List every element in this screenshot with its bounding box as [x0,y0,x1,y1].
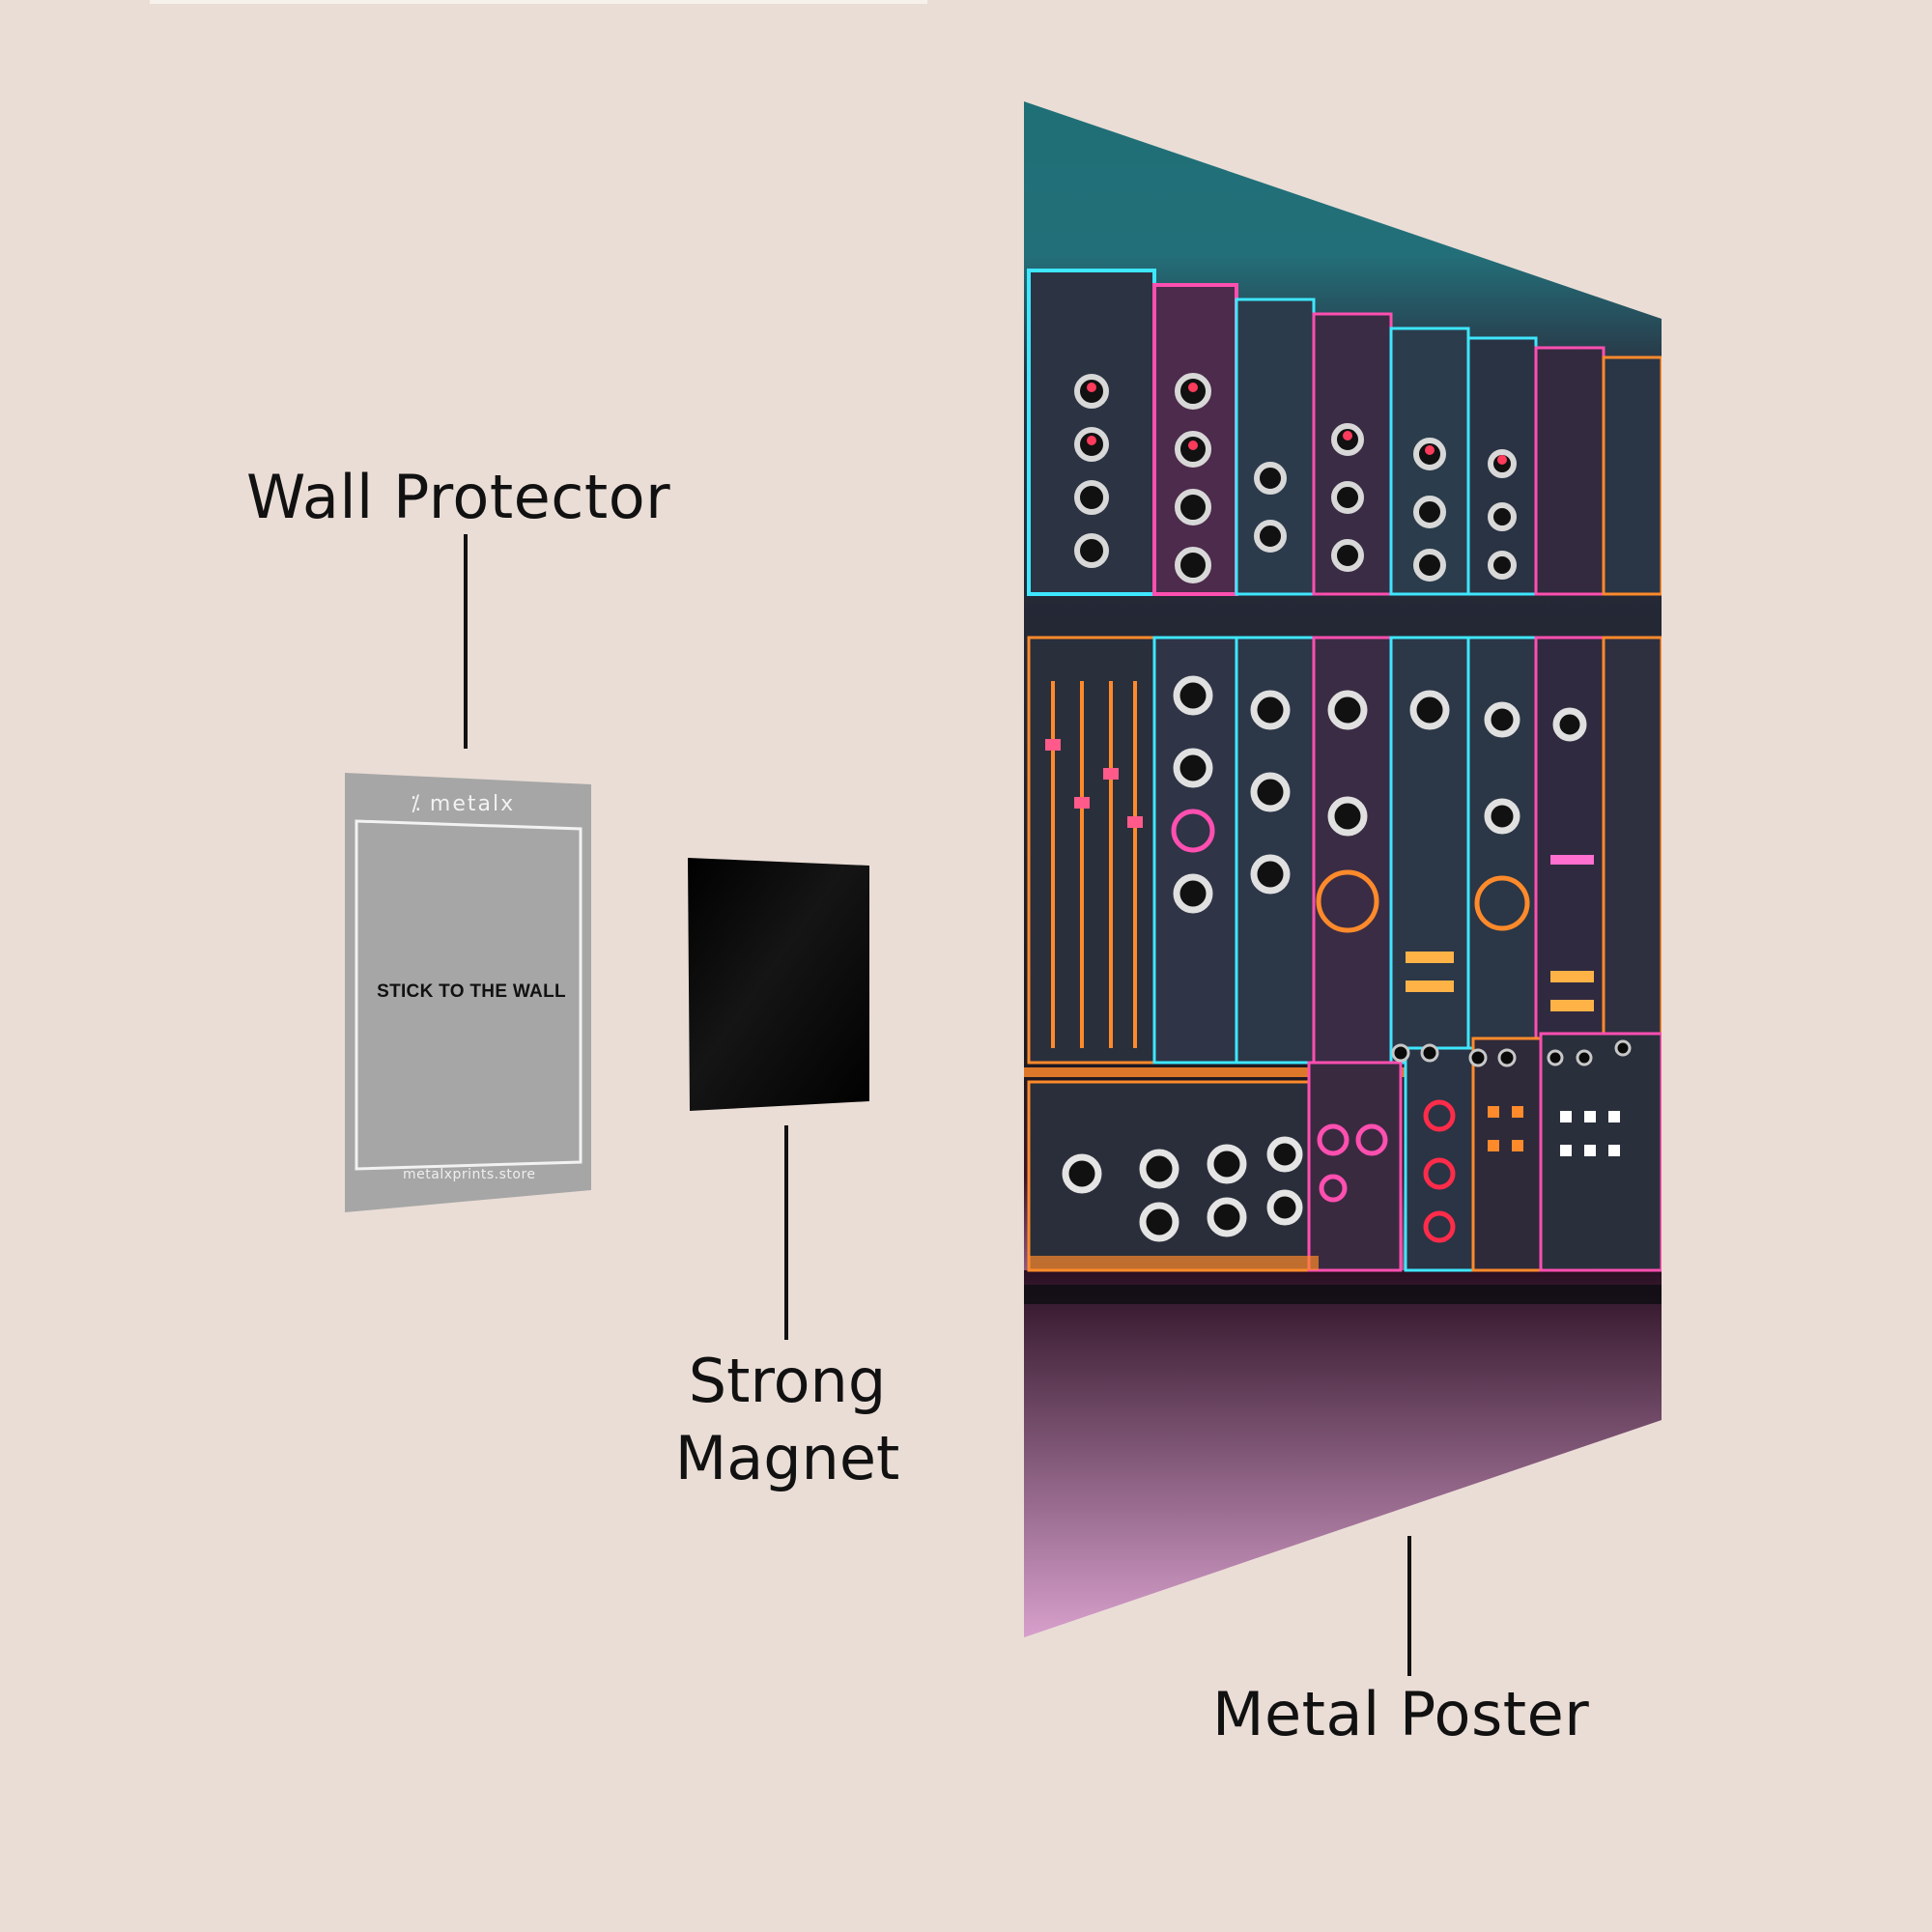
top-strip [150,0,927,4]
wall-protector-label: Wall Protector [246,462,671,532]
metalx-logo-icon: ⁒ [411,792,422,816]
metalx-logo: ⁒ metalx [411,792,515,816]
stick-to-wall-text: STICK TO THE WALL [377,981,566,1002]
website-text: metalxprints.store [403,1167,536,1182]
metal-poster-leader-line [1407,1536,1411,1676]
magnet-shape [688,858,869,1111]
strong-magnet [688,858,871,1111]
strong-magnet-label: Strong Magnet [674,1346,900,1493]
metal-poster-label: Metal Poster [1212,1679,1590,1749]
poster-artwork [1024,101,1662,1637]
metal-poster [1024,101,1666,1637]
brand-name: metalx [429,792,516,816]
wall-protector-shape [345,773,591,1212]
wall-protector-plate: ⁒ metalx STICK TO THE WALL metalxprints.s… [345,773,591,1212]
strong-magnet-leader-line [784,1125,788,1340]
wall-protector-leader-line [464,534,468,749]
